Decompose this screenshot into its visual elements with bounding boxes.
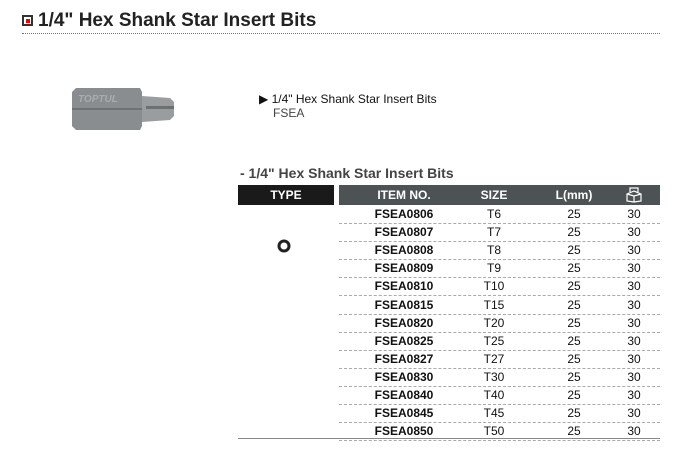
svg-text:TOPTUL: TOPTUL: [78, 94, 118, 105]
item-no-cell: FSEA0820: [374, 315, 434, 330]
quantity-cell: 30: [627, 315, 641, 330]
size-cell: T45: [483, 406, 505, 421]
table-row: FSEA0820 T20 25 30: [339, 314, 660, 333]
item-no-cell: FSEA0806: [374, 207, 434, 221]
torx-star-icon: [277, 239, 291, 253]
table-row: FSEA0830 T30 25 30: [339, 368, 660, 387]
table-row: FSEA0809 T9 25 30: [339, 259, 660, 279]
length-cell: 25: [567, 261, 581, 276]
table-row: FSEA0810 T10 25 30: [339, 277, 660, 297]
size-cell: T30: [483, 369, 505, 384]
item-no-cell: FSEA0850: [374, 424, 434, 439]
quantity-cell: 30: [627, 207, 641, 221]
quantity-cell: 30: [627, 261, 641, 276]
quantity-cell: 30: [627, 243, 641, 258]
item-no-cell: FSEA0809: [374, 261, 434, 276]
length-header: L(mm): [555, 188, 593, 202]
size-cell: T27: [483, 351, 505, 366]
triangle-bullet-icon: ▶: [259, 92, 272, 106]
size-cell: T8: [486, 243, 501, 258]
item-no-cell: FSEA0825: [374, 333, 434, 348]
item-no-cell: FSEA0840: [374, 388, 434, 402]
item-no-cell: FSEA0810: [374, 279, 434, 294]
table-row: FSEA0807 T7 25 30: [339, 223, 660, 243]
product-name: ▶ 1/4" Hex Shank Star Insert Bits: [259, 92, 437, 106]
quantity-cell: 30: [627, 369, 641, 384]
item-no-cell: FSEA0807: [374, 225, 434, 240]
item-no-cell: FSEA0830: [374, 369, 434, 384]
quantity-cell: 30: [627, 279, 641, 294]
item-no-cell: FSEA0815: [374, 297, 434, 312]
length-cell: 25: [567, 279, 581, 294]
table-row: FSEA0845 T45 25 30: [339, 404, 660, 424]
length-cell: 25: [567, 297, 581, 312]
size-cell: T10: [483, 279, 505, 294]
item-no-cell: FSEA0808: [374, 243, 434, 258]
quantity-cell: 30: [627, 424, 641, 439]
type-header: TYPE: [238, 185, 334, 205]
table-bottom-line: [238, 438, 660, 439]
title-divider: [22, 33, 660, 34]
length-cell: 25: [567, 225, 581, 240]
length-cell: 25: [567, 424, 581, 439]
size-cell: T9: [486, 261, 501, 276]
table-row: FSEA0806 T6 25 30: [339, 205, 660, 224]
size-header: SIZE: [480, 188, 508, 202]
table-row: FSEA0825 T25 25 30: [339, 332, 660, 351]
size-cell: T25: [483, 333, 505, 348]
size-cell: T20: [483, 315, 505, 330]
quantity-cell: 30: [627, 406, 641, 421]
table-header: ITEM NO. SIZE L(mm): [339, 185, 660, 205]
quantity-cell: 30: [627, 225, 641, 240]
quantity-cell: 30: [627, 351, 641, 366]
torx-bit-image: TOPTUL: [72, 88, 174, 130]
size-cell: T50: [483, 424, 505, 439]
length-cell: 25: [567, 333, 581, 348]
length-cell: 25: [567, 406, 581, 421]
length-cell: 25: [567, 243, 581, 258]
table-row: FSEA0850 T50 25 30: [339, 422, 660, 442]
table-row: FSEA0815 T15 25 30: [339, 296, 660, 315]
quantity-cell: 30: [627, 333, 641, 348]
size-cell: T6: [486, 207, 501, 221]
box-icon: [589, 185, 679, 209]
page-title: 1/4" Hex Shank Star Insert Bits: [38, 10, 317, 31]
item-no-cell: FSEA0845: [374, 406, 434, 421]
table-row: FSEA0840 T40 25 30: [339, 386, 660, 405]
section-title: - 1/4" Hex Shank Star Insert Bits: [240, 165, 454, 181]
length-cell: 25: [567, 351, 581, 366]
length-cell: 25: [567, 315, 581, 330]
quantity-cell: 30: [627, 388, 641, 402]
size-cell: T7: [486, 225, 501, 240]
size-cell: T40: [483, 388, 505, 402]
item-no-header: ITEM NO.: [377, 188, 431, 202]
quantity-cell: 30: [627, 297, 641, 312]
table-row: FSEA0827 T27 25 30: [339, 350, 660, 369]
length-cell: 25: [567, 388, 581, 402]
title-bullet-icon: [22, 15, 33, 26]
item-no-cell: FSEA0827: [374, 351, 434, 366]
length-cell: 25: [567, 369, 581, 384]
product-code: FSEA: [273, 106, 305, 120]
size-cell: T15: [483, 297, 505, 312]
table-row: FSEA0808 T8 25 30: [339, 241, 660, 261]
length-cell: 25: [567, 207, 581, 221]
